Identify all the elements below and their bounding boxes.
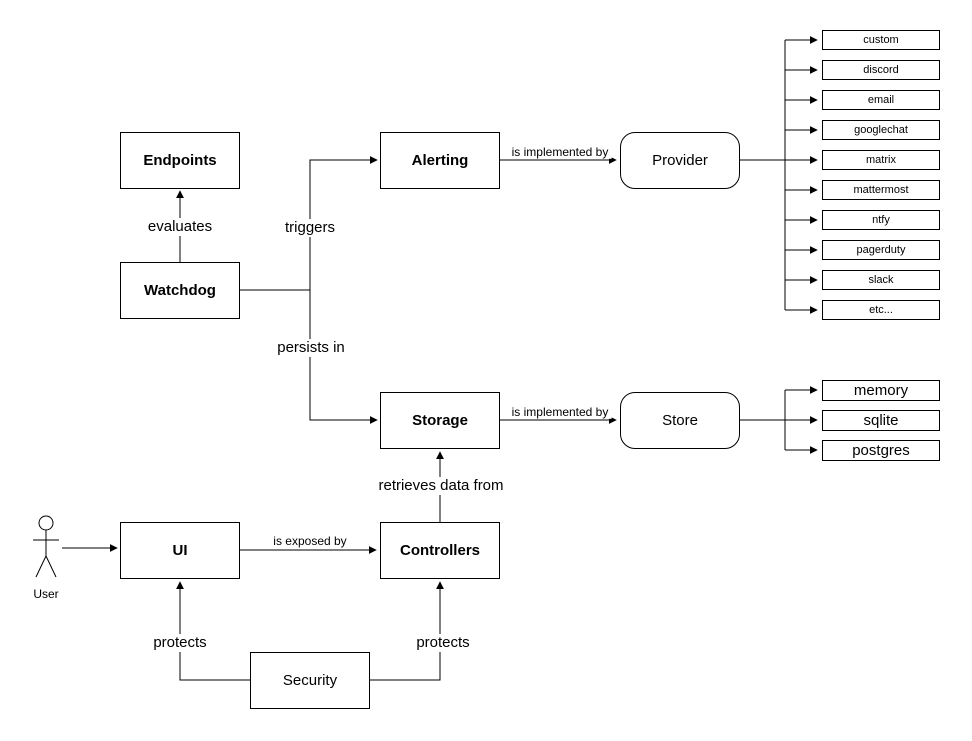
provider-item: pagerduty <box>822 240 940 260</box>
user-figure <box>33 515 59 578</box>
store-item: sqlite <box>822 410 940 431</box>
edge-watchdog-alerting <box>309 156 378 290</box>
edge-label-alerting-implemented-by: is implemented by <box>508 144 612 160</box>
node-ui: UI <box>120 522 240 579</box>
edge-label-triggers: triggers <box>281 219 339 237</box>
store-item: memory <box>822 380 940 401</box>
edge-label-evaluates: evaluates <box>144 218 216 236</box>
node-store: Store <box>620 392 740 449</box>
user-label: User <box>30 586 62 602</box>
edge-label-protects-controllers: protects <box>413 634 473 652</box>
store-list: memory sqlite postgres <box>822 380 940 470</box>
provider-item: email <box>822 90 940 110</box>
provider-item: etc... <box>822 300 940 320</box>
edge-label-protects-ui: protects <box>150 634 210 652</box>
edge-label-persists-in: persists in <box>274 339 348 357</box>
provider-item: discord <box>822 60 940 80</box>
provider-item: custom <box>822 30 940 50</box>
edge-security-controllers <box>370 581 444 681</box>
node-security-label: Security <box>282 672 338 689</box>
edge-label-is-exposed-by: is exposed by <box>270 533 350 549</box>
node-storage: Storage <box>380 392 500 449</box>
node-watchdog-label: Watchdog <box>144 282 216 299</box>
node-endpoints-label: Endpoints <box>143 152 217 169</box>
node-store-label: Store <box>662 412 698 429</box>
node-security: Security <box>250 652 370 709</box>
node-watchdog: Watchdog <box>120 262 240 319</box>
edge-label-retrieves-data-from: retrieves data from <box>375 477 507 495</box>
user-leg-right <box>45 555 57 578</box>
provider-item: matrix <box>822 150 940 170</box>
node-provider: Provider <box>620 132 740 189</box>
edge-security-ui <box>176 581 250 681</box>
user-leg-left <box>35 555 47 578</box>
edge-watchdog-storage <box>309 290 378 424</box>
node-controllers: Controllers <box>380 522 500 579</box>
user-head <box>38 515 54 531</box>
provider-item: slack <box>822 270 940 290</box>
node-endpoints: Endpoints <box>120 132 240 189</box>
node-controllers-label: Controllers <box>399 542 480 559</box>
provider-item: mattermost <box>822 180 940 200</box>
provider-list: custom discord email googlechat matrix matter… <box>822 30 940 330</box>
provider-item: googlechat <box>822 120 940 140</box>
node-storage-label: Storage <box>412 412 468 429</box>
node-alerting: Alerting <box>380 132 500 189</box>
store-item: postgres <box>822 440 940 461</box>
node-provider-label: Provider <box>652 152 708 169</box>
provider-item: ntfy <box>822 210 940 230</box>
edge-label-storage-implemented-by: is implemented by <box>508 404 612 420</box>
node-ui-label: UI <box>172 542 188 559</box>
node-alerting-label: Alerting <box>411 152 469 169</box>
